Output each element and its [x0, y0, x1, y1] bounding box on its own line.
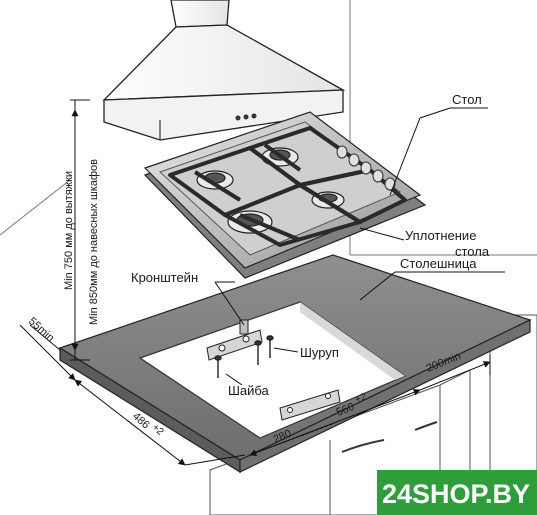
brand-text: 24SHOP.BY — [382, 479, 530, 509]
brand-badge-bg — [377, 470, 537, 515]
label-washer: Шайба — [228, 383, 270, 398]
label-screw: Шуруп — [300, 345, 339, 360]
label-bracket: Кронштейн — [131, 270, 198, 285]
brand-badge: 24SHOP.BY — [377, 470, 537, 515]
screw-part — [214, 335, 274, 378]
dimension-lines — [19, 99, 505, 466]
label-seal-line1: Уплотнение — [405, 228, 476, 243]
vertical-note-line2: Min 850мм до навесных шкафов — [88, 159, 100, 325]
label-countertop: Столешница — [400, 256, 477, 271]
dim-55min: 55min — [26, 315, 56, 344]
bracket-part — [206, 319, 263, 361]
dim-560-tolerance: +2 — [354, 391, 369, 406]
label-seal-line2: стола — [455, 244, 490, 259]
vertical-note-line1: Min 750 мм до вытяжки — [63, 171, 75, 290]
range-hood — [102, 0, 346, 141]
control-knobs — [336, 145, 396, 191]
label-table: Стол — [452, 92, 482, 107]
gas-hob — [143, 111, 427, 279]
